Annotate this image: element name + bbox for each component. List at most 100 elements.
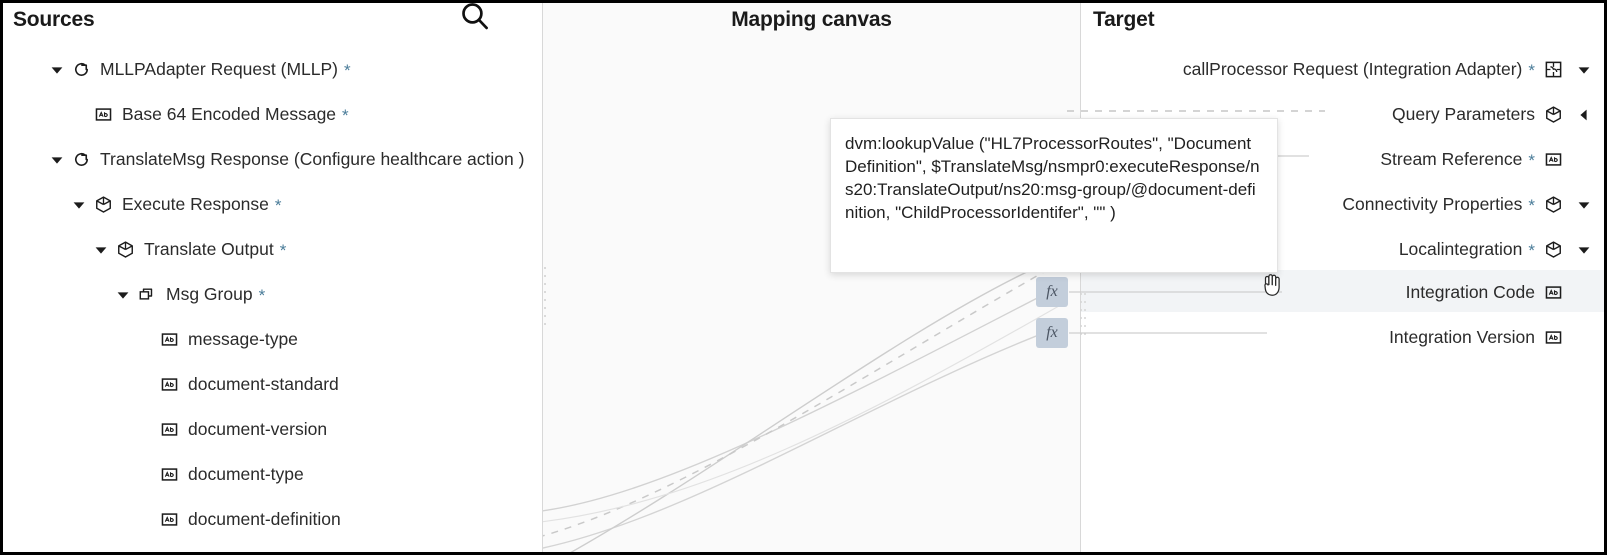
source-tree-item-label: document-version xyxy=(188,419,328,439)
text-field-icon xyxy=(160,465,179,484)
source-tree-item[interactable]: document-version xyxy=(3,407,542,452)
text-field-icon xyxy=(161,468,178,481)
required-marker: * xyxy=(258,286,266,305)
object-icon xyxy=(118,241,133,258)
text-field-icon xyxy=(160,330,179,349)
text-field-icon xyxy=(1544,328,1563,347)
chevron-down-icon[interactable] xyxy=(1576,62,1592,78)
source-tree-item[interactable]: MLLPAdapter Request (MLLP) * xyxy=(3,47,542,92)
fx-node-integration-version[interactable]: fx xyxy=(1036,318,1068,348)
text-field-icon xyxy=(161,423,178,436)
twisty-expanded-icon[interactable] xyxy=(114,286,132,304)
required-marker: * xyxy=(274,196,282,215)
target-tree-item-label: Query Parameters xyxy=(1392,104,1535,124)
fx-node-label: fx xyxy=(1046,324,1058,341)
text-field-icon xyxy=(160,510,179,529)
twisty-down[interactable] xyxy=(1576,242,1592,258)
source-tree-item[interactable]: Msg Group * xyxy=(3,272,542,317)
source-tree-item[interactable]: Execute Response* xyxy=(3,182,542,227)
target-tree-item[interactable]: Query Parameters xyxy=(1081,92,1604,137)
text-field-icon xyxy=(1545,153,1562,166)
object-icon xyxy=(1546,196,1561,213)
target-tree-item[interactable]: callProcessor Request (Integration Adapt… xyxy=(1081,47,1604,92)
object-icon xyxy=(1544,195,1563,214)
source-tree-item-label: TranslateMsg Response (Configure healthc… xyxy=(100,149,525,169)
source-tree-item[interactable]: Base 64 Encoded Message* xyxy=(3,92,542,137)
source-tree-item[interactable]: document-standard xyxy=(3,362,542,407)
mapping-connector-lines xyxy=(543,261,1062,552)
target-tree-item-label: Integration Version xyxy=(1389,327,1535,347)
chevron-down-icon[interactable] xyxy=(1576,197,1592,213)
twisty-expanded-icon[interactable] xyxy=(92,241,110,259)
grab-hand-cursor xyxy=(1264,274,1280,296)
required-marker: * xyxy=(279,241,287,260)
mapping-canvas-panel[interactable]: Mapping canvas xyxy=(542,3,1081,552)
chevron-left-icon[interactable] xyxy=(1576,107,1592,123)
target-row-highlight xyxy=(1081,270,1604,312)
required-marker: * xyxy=(344,61,351,80)
chevron-down-icon[interactable] xyxy=(93,242,109,258)
search-icon[interactable] xyxy=(458,3,492,33)
source-tree-item-label: MLLPAdapter Request (MLLP) xyxy=(100,59,338,79)
sources-tree[interactable]: MLLPAdapter Request (MLLP)*Base 64 Encod… xyxy=(3,47,542,542)
source-tree-item-label: Msg Group xyxy=(166,284,253,304)
twisty-left[interactable] xyxy=(1576,107,1592,123)
target-tree-item-label: Localintegration xyxy=(1398,239,1523,259)
chevron-down-icon[interactable] xyxy=(49,62,65,78)
target-tree-item[interactable]: Localintegration * xyxy=(1081,227,1604,272)
adapter-icon xyxy=(72,150,91,169)
text-field-icon xyxy=(95,108,112,121)
required-marker: * xyxy=(342,106,349,125)
target-tree-item[interactable]: Stream Reference * xyxy=(1081,137,1604,182)
twisty-down[interactable] xyxy=(1576,197,1592,213)
object-icon xyxy=(96,196,111,213)
adapter-icon xyxy=(75,62,89,76)
target-tree-item[interactable]: Connectivity Properties* xyxy=(1081,182,1604,227)
chevron-down-icon[interactable] xyxy=(49,152,65,168)
mapping-canvas-title: Mapping canvas xyxy=(731,8,892,31)
target-tree-item[interactable]: Integration Version xyxy=(1081,315,1604,360)
target-panel[interactable]: Target callProcessor Request (Integratio… xyxy=(1081,3,1604,552)
integration-adapter-icon xyxy=(1545,61,1562,78)
required-marker: * xyxy=(1528,241,1535,260)
required-marker: * xyxy=(1528,151,1535,170)
sources-title: Sources xyxy=(13,8,95,31)
target-tree-item-label: Stream Reference xyxy=(1380,149,1523,169)
twisty-expanded-icon[interactable] xyxy=(48,61,66,79)
target-tree-item[interactable]: Integration Code xyxy=(1081,270,1604,315)
object-icon xyxy=(116,240,135,259)
object-icon xyxy=(1546,106,1561,123)
repeating-element-icon xyxy=(138,285,157,304)
chevron-down-icon[interactable] xyxy=(115,287,131,303)
source-tree-item[interactable]: Translate Output* xyxy=(3,227,542,272)
twisty-down[interactable] xyxy=(1576,62,1592,78)
source-tree-item[interactable]: document-type xyxy=(3,452,542,497)
integration-adapter-icon xyxy=(1544,60,1563,79)
twisty-expanded-icon[interactable] xyxy=(48,151,66,169)
chevron-down-icon[interactable] xyxy=(1576,242,1592,258)
source-tree-item[interactable]: document-definition xyxy=(3,497,542,542)
text-field-icon xyxy=(1545,331,1562,344)
text-field-icon xyxy=(160,375,179,394)
source-tree-item[interactable]: message-type xyxy=(3,317,542,362)
fx-node-integration-code[interactable]: fx xyxy=(1036,277,1068,307)
source-tree-item-label: document-type xyxy=(188,464,304,484)
fx-node-label: fx xyxy=(1046,283,1058,300)
expression-tooltip: dvm:lookupValue ("HL7ProcessorRoutes", "… xyxy=(830,118,1278,273)
sources-panel[interactable]: Sources MLLPAdapter Request (MLLP)*Base … xyxy=(3,3,542,552)
chevron-down-icon[interactable] xyxy=(71,197,87,213)
twisty-expanded-icon[interactable] xyxy=(70,196,88,214)
canvas-left-drag-handle[interactable] xyxy=(542,265,548,329)
text-field-icon xyxy=(161,378,178,391)
source-tree-item-label: document-standard xyxy=(188,374,339,394)
source-tree-item[interactable]: TranslateMsg Response (Configure healthc… xyxy=(3,137,542,182)
adapter-icon xyxy=(72,60,91,79)
object-icon xyxy=(1544,105,1563,124)
target-title: Target xyxy=(1093,8,1155,31)
source-tree-item-label: document-definition xyxy=(188,509,341,529)
target-left-drag-handle[interactable] xyxy=(1079,291,1088,339)
text-field-icon xyxy=(1544,150,1563,169)
object-icon xyxy=(1546,241,1561,258)
target-tree-item-label: Integration Code xyxy=(1405,282,1535,302)
